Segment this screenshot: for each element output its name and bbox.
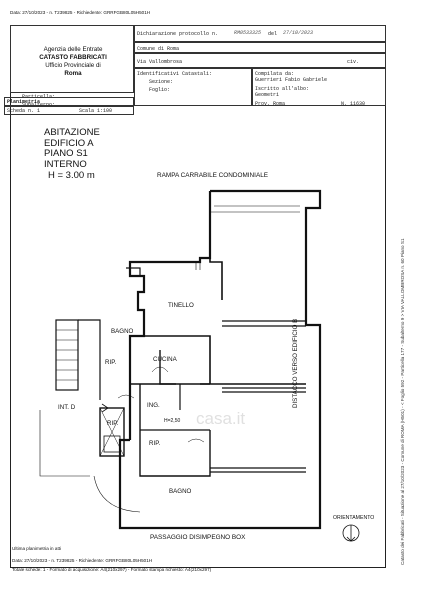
- room-bagno1: BAGNO: [111, 328, 134, 335]
- watermark-text: casa.it: [196, 409, 245, 428]
- protocol-label: Dichiarazione protocollo n.: [137, 31, 219, 37]
- room-tinello: TINELLO: [168, 302, 194, 309]
- title-line2: EDIFICIO A: [44, 137, 94, 149]
- compilatore: Guerrieri Fabio Gabriele: [255, 77, 328, 83]
- room-ing: ING.: [147, 402, 160, 409]
- compilata-label: Compilata da:: [255, 71, 295, 77]
- orientamento-label: ORIENTAMENTO: [333, 515, 375, 521]
- agency-catasto: CATASTO FABBRICATI: [39, 54, 107, 62]
- room-int-d: INT. D: [58, 404, 76, 411]
- scheda-box: Scheda n. 1 Scala 1:100: [4, 106, 134, 115]
- protocol-number: RM0533325: [234, 30, 262, 36]
- title-line4: INTERNO: [44, 158, 87, 170]
- street: Via Vallombrosa: [137, 59, 183, 65]
- iscritto-label: Iscritto all'albo:: [255, 86, 310, 92]
- agency-city: Roma: [64, 70, 82, 78]
- agency-ufficio: Ufficio Provinciale di: [45, 62, 101, 70]
- ultima-planimetria: Ultima planimetria in atti: [12, 546, 62, 551]
- room-rip1: RIP.: [105, 359, 117, 366]
- scheda: Scheda n. 1: [7, 108, 41, 114]
- rampa-label: RAMPA CARRABILE CONDOMINIALE: [157, 172, 269, 179]
- compilata-box: Compilata da: Guerrieri Fabio Gabriele I…: [252, 68, 386, 107]
- passaggio-label: PASSAGGIO DISIMPEGNO BOX: [150, 534, 246, 541]
- planimetria-label: Planimetria: [7, 99, 41, 105]
- top-stamp: Data: 27/10/2023 - n. T239825 - Richiede…: [10, 10, 151, 15]
- title-line5: H = 3.00 m: [48, 169, 95, 181]
- protocol-del: del: [268, 31, 278, 37]
- identificativi-label: Identificativi Catastali:: [137, 71, 213, 77]
- bottom-note: Totale schede: 1 - Formato di acquisizio…: [12, 567, 212, 572]
- room-rip3: RIP.: [149, 440, 161, 447]
- agency-name: Agenzia delle Entrate: [43, 46, 103, 53]
- comune: Comune di Roma: [137, 46, 180, 52]
- distacco-label: DISTACCO VERSO EDIFICIO B: [292, 318, 299, 408]
- north-arrow-icon: [342, 524, 360, 542]
- title-block: ABITAZIONE EDIFICIO A PIANO S1 INTERNO H…: [44, 127, 100, 181]
- provincia: Prov. Roma: [255, 101, 286, 107]
- scala: Scala 1:100: [79, 108, 113, 114]
- room-cucina: CUCINA: [153, 356, 177, 363]
- albo-numero: N. 11630: [341, 101, 366, 107]
- room-height: H=2,50: [164, 418, 181, 424]
- room-rip2: RIP.: [107, 420, 119, 427]
- side-legend: Catasto dei Fabbricati - Situazione al 2…: [400, 238, 405, 565]
- address-row: Via Vallombrosa civ.: [134, 53, 386, 68]
- title-line3: PIANO S1: [44, 148, 88, 160]
- protocol-row: Dichiarazione protocollo n. RM0533325 de…: [134, 25, 386, 42]
- title-line1: ABITAZIONE: [44, 127, 100, 138]
- comune-row: Comune di Roma: [134, 42, 386, 53]
- room-bagno2: BAGNO: [169, 488, 192, 495]
- albo: Geometri: [255, 92, 280, 98]
- civic: civ.: [347, 59, 360, 65]
- agency-box: Agenzia delle Entrate CATASTO FABBRICATI…: [10, 25, 134, 93]
- planimetria-label-box: Planimetria: [4, 97, 134, 106]
- sezione-label: Sezione:: [149, 79, 174, 85]
- bottom-stamp: Data: 27/10/2023 - n. T239825 - Richiede…: [12, 558, 153, 563]
- foglio-label: Foglio:: [149, 87, 171, 93]
- protocol-date: 27/10/2023: [283, 30, 314, 36]
